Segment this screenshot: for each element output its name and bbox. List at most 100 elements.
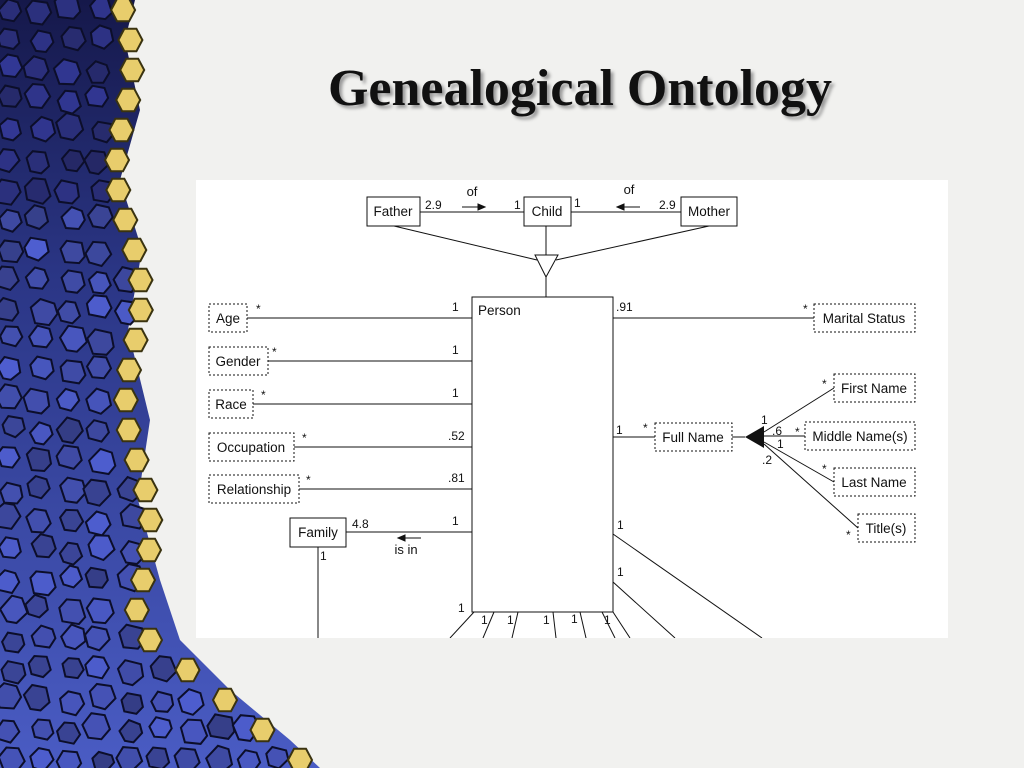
mosaic-tile [0,148,21,174]
mosaic-tile [179,718,209,745]
child-right-mult: 1 [574,196,581,210]
mosaic-tile [82,478,112,507]
mosaic-tile [85,60,111,84]
mosaic-tile [25,446,53,473]
mosaic-tile [116,659,145,687]
mosaic-tile [29,297,59,327]
last-name-label: Last Name [841,475,906,490]
mosaic-tile [29,29,55,54]
mosaic-tile [148,716,173,739]
mosaic-tile [60,148,86,173]
mosaic-tile [60,205,86,231]
mosaic-tile [53,179,80,205]
marital-star: * [803,302,808,316]
child-box [523,196,572,227]
gender-box [208,346,269,376]
mosaic-yellow-tile [135,537,163,563]
age-box [208,303,248,333]
mosaic-tile [86,203,114,230]
mosaic-tile [0,719,21,744]
mosaic-border [103,0,314,768]
mosaic-tile [120,692,144,715]
arrow-left-icon [615,203,625,211]
child-left-mult: 1 [514,198,521,212]
mosaic-tile [59,239,86,265]
mosaic-tile [0,446,21,469]
is-in-label: is in [394,542,417,557]
mosaic-tile [29,115,57,143]
mosaic-tile [0,569,21,595]
occupation-star: * [302,431,307,445]
mosaic-yellow-tile [115,87,142,113]
mosaic-tile [177,688,205,716]
mosaic-tile [0,178,22,206]
titles-mult: .2 [762,453,772,467]
mosaic-tile [59,359,87,385]
mosaic-yellow-tile [121,237,148,263]
mosaic-tile [27,654,52,679]
slide-title: Genealogical Ontology [327,60,833,117]
occupation-mult: .52 [448,429,465,443]
first-name-label: First Name [841,381,907,396]
mosaic-tile [1,415,26,439]
occupation-box [208,432,295,462]
mosaic-tile [0,325,24,348]
mosaic-tile [29,570,57,597]
mosaic-tile [0,265,20,292]
mosaic-yellow-tile [122,327,149,353]
middle-name-star: * [795,425,800,439]
arrow-left-icon [396,534,406,542]
bottom-mult-2: 1 [507,613,514,627]
mosaic-tile [88,0,114,21]
mosaic-tile [0,536,22,560]
race-star: * [261,388,266,402]
mosaic-tile [58,598,87,626]
gender-star: * [272,345,277,359]
titles-label: Title(s) [866,521,907,536]
mother-mult: 2.9 [659,198,676,212]
mosaic-tile [145,746,171,768]
person-right-line-b [612,581,676,638]
bottom-mult-5: 1 [604,613,611,627]
bottom-mult-4: 1 [571,612,578,626]
bottom-line-5 [601,611,616,638]
mosaic-tile [85,355,113,380]
mosaic-tile [55,416,84,445]
relationship-mult: .81 [448,471,465,485]
of-label: of [624,182,635,197]
gender-mult: 1 [452,343,459,357]
middle-name-label: Middle Name(s) [812,429,907,444]
relationship-star: * [306,473,311,487]
mosaic-tile [25,507,52,534]
full-name-box [654,422,733,452]
mosaic-tile [0,383,23,410]
mosaic-tile [84,240,113,268]
relationship-box [208,474,300,504]
mosaic-tile [115,746,144,768]
mosaic-tile [55,444,83,471]
solid-boxes [289,196,738,613]
generalization-triangle [534,254,559,279]
mosaic-tile [85,387,113,415]
mosaic-tile [149,655,178,683]
mosaic-tile [0,27,21,51]
race-label: Race [215,397,247,412]
ontology-diagram: Father Child Mother Person Age Gender Ra… [196,180,948,638]
mother-box [680,196,738,227]
mosaic-yellow-tile [249,717,276,743]
mosaic-tile [27,324,54,349]
mosaic-tile [85,597,115,625]
mosaic-tile [52,57,82,86]
mosaic-yellow-tile [115,357,143,383]
bottom-mult-0: 1 [458,601,465,615]
mosaic-tile [89,24,115,50]
mosaic-yellow-tile [108,117,135,143]
fullname-left-mult: 1 [616,423,623,437]
mosaic-tile [0,296,20,322]
mosaic-tile [236,749,262,768]
mosaic-tile [55,749,83,768]
father-box [366,196,421,227]
marital-status-box [813,303,916,333]
age-mult: 1 [452,300,459,314]
mosaic-tile [61,657,85,680]
